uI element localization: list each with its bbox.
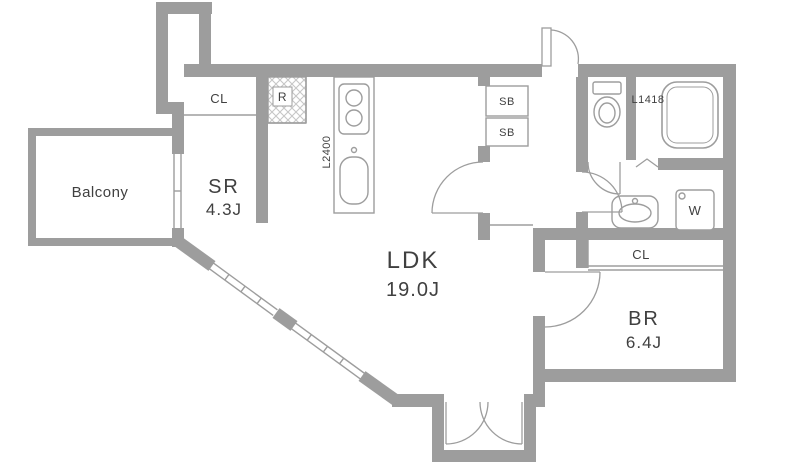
- closet-right-label: CL: [632, 247, 650, 262]
- sr-label: SR: [208, 176, 240, 198]
- closet-left-label: CL: [210, 91, 228, 106]
- window-sr-balcony: [173, 154, 182, 228]
- refrigerator-label: R: [278, 90, 287, 104]
- toilet-icon: [592, 81, 622, 128]
- bay-double-doors: [445, 401, 523, 445]
- bathroom-sink-icon: [611, 195, 659, 229]
- shoebox-upper-box: [485, 85, 529, 117]
- entrance-door: [541, 27, 580, 67]
- windows: [173, 154, 366, 380]
- bedroom-door: [544, 271, 601, 328]
- br-label: BR: [628, 308, 660, 330]
- fixtures: [184, 76, 723, 271]
- balcony-label: Balcony: [72, 184, 129, 201]
- shoebox-lower-label: SB: [499, 127, 515, 139]
- toilet-door: [587, 161, 621, 195]
- bathtub-icon: [661, 81, 719, 149]
- diagonal-wall: [172, 235, 401, 406]
- sr-size-label: 4.3J: [206, 200, 242, 219]
- bath-folding-door: [635, 158, 659, 168]
- washing-machine-icon: [675, 189, 715, 231]
- washroom-door: [581, 171, 623, 213]
- washer-label: W: [689, 203, 702, 218]
- kitchen-sink-icon: [339, 156, 369, 205]
- walls: [28, 2, 736, 462]
- window-diagonal-lower: [290, 322, 366, 380]
- ldk-size-label: 19.0J: [386, 279, 440, 301]
- window-diagonal-upper: [208, 262, 278, 316]
- shoebox-lower-box: [485, 117, 529, 147]
- labels: Balcony SR 4.3J LDK 19.0J BR 6.4J CL R L…: [72, 90, 702, 352]
- kitchen-counter-label: L2400: [321, 135, 333, 168]
- stove-icon: [338, 83, 370, 135]
- closet-right-front: [587, 240, 723, 271]
- faucet-icon: [350, 146, 358, 154]
- hall-ldk-door: [431, 161, 484, 214]
- doors: [431, 27, 659, 445]
- kitchen-counter: [333, 76, 375, 214]
- ldk-label: LDK: [387, 247, 440, 274]
- br-size-label: 6.4J: [626, 333, 662, 352]
- refrigerator-bay: [266, 76, 307, 124]
- shoebox-upper-label: SB: [499, 96, 515, 108]
- bathtub-size-label: L1418: [631, 94, 664, 106]
